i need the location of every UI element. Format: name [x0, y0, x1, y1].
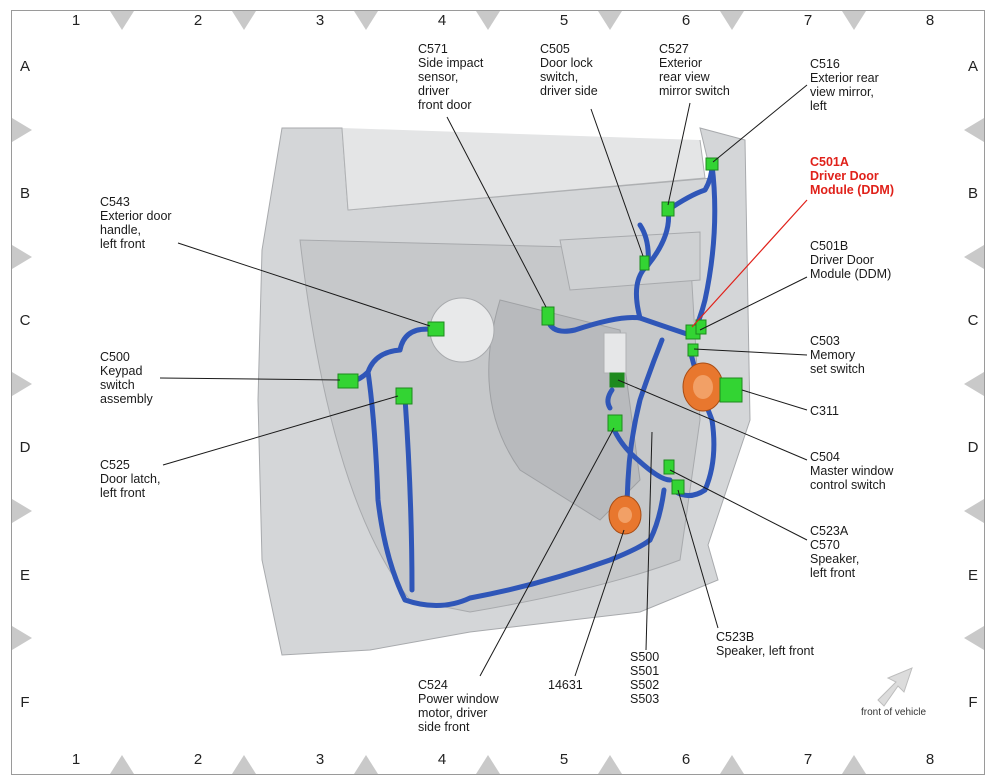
grid-row-e-right: E	[967, 567, 978, 584]
grid-col-1-bottom: 1	[71, 751, 81, 768]
grid-col-7-top: 7	[803, 12, 813, 29]
frame-edge-markers	[12, 11, 984, 774]
connector-c523b	[671, 479, 685, 495]
connector-c503	[687, 343, 699, 357]
grid-col-5-top: 5	[559, 12, 569, 29]
label-c501b: C501B Driver Door Module (DDM)	[810, 239, 892, 281]
label-c501a: C501A Driver Door Module (DDM)	[810, 155, 895, 197]
connector-c525	[395, 387, 413, 405]
callout-lines	[159, 84, 808, 677]
label-c523a: C523A C570 Speaker, left front	[810, 524, 860, 580]
grid-row-e-left: E	[19, 567, 30, 584]
connector-c571	[541, 306, 555, 326]
label-s500: S500 S501 S502 S503	[630, 650, 660, 706]
motor-components	[608, 362, 724, 535]
grid-col-3-bottom: 3	[315, 751, 325, 768]
grid-col-6-bottom: 6	[681, 751, 691, 768]
label-c504: C504 Master window control switch	[810, 450, 894, 492]
grid-col-6-top: 6	[681, 12, 691, 29]
grid-col-8-bottom: 8	[925, 751, 935, 768]
grid-col-2-top: 2	[193, 12, 203, 29]
grid-col-8-top: 8	[925, 12, 935, 29]
grid-row-f-left: F	[20, 694, 30, 711]
grid-row-b-right: B	[967, 185, 978, 202]
grid-row-a-left: A	[19, 58, 30, 75]
grid-col-3-top: 3	[315, 12, 325, 29]
front-of-vehicle-label: front of vehicle	[861, 707, 927, 718]
grid-col-1-top: 1	[71, 12, 81, 29]
connector-c524	[607, 414, 623, 432]
grid-row-d-right: D	[967, 439, 979, 456]
grid-row-b-left: B	[19, 185, 30, 202]
label-c523b: C523B Speaker, left front	[716, 630, 814, 658]
connector-c500	[337, 373, 359, 389]
grid-row-c-left: C	[19, 312, 31, 329]
diagram-frame	[11, 10, 985, 775]
connector-c505	[639, 255, 650, 271]
connector-c501b	[695, 319, 707, 335]
front-arrow-icon	[877, 667, 913, 707]
callout-line-c501a	[691, 199, 808, 328]
label-c527: C527 Exterior rear view mirror switch	[659, 42, 730, 98]
connector-c543	[427, 321, 445, 337]
label-c311: C311	[810, 404, 839, 418]
label-c525: C525 Door latch, left front	[100, 458, 161, 500]
label-c500: C500 Keypad switch assembly	[100, 350, 153, 406]
label-c505: C505 Door lock switch, driver side	[540, 42, 598, 98]
connector-c527	[661, 201, 675, 217]
grid-row-d-left: D	[19, 439, 31, 456]
grid-row-c-right: C	[967, 312, 979, 329]
grid-col-5-bottom: 5	[559, 751, 569, 768]
grid-row-f-right: F	[968, 694, 978, 711]
label-c543: C543 Exterior door handle, left front	[100, 195, 172, 251]
label-c516: C516 Exterior rear view mirror, left	[810, 57, 879, 113]
label-c524: C524 Power window motor, driver side fro…	[418, 678, 499, 734]
label-c503: C503 Memory set switch	[810, 334, 865, 376]
label-14631: 14631	[548, 678, 583, 692]
grid-col-7-bottom: 7	[803, 751, 813, 768]
connector-c504	[609, 372, 625, 388]
label-c571: C571 Side impact sensor, driver front do…	[418, 42, 484, 112]
grid-col-4-top: 4	[437, 12, 447, 29]
connector-c523a	[663, 459, 675, 475]
connector-c311	[719, 377, 743, 403]
grid-col-2-bottom: 2	[193, 751, 203, 768]
grid-row-a-right: A	[967, 58, 978, 75]
grid-col-4-bottom: 4	[437, 751, 447, 768]
